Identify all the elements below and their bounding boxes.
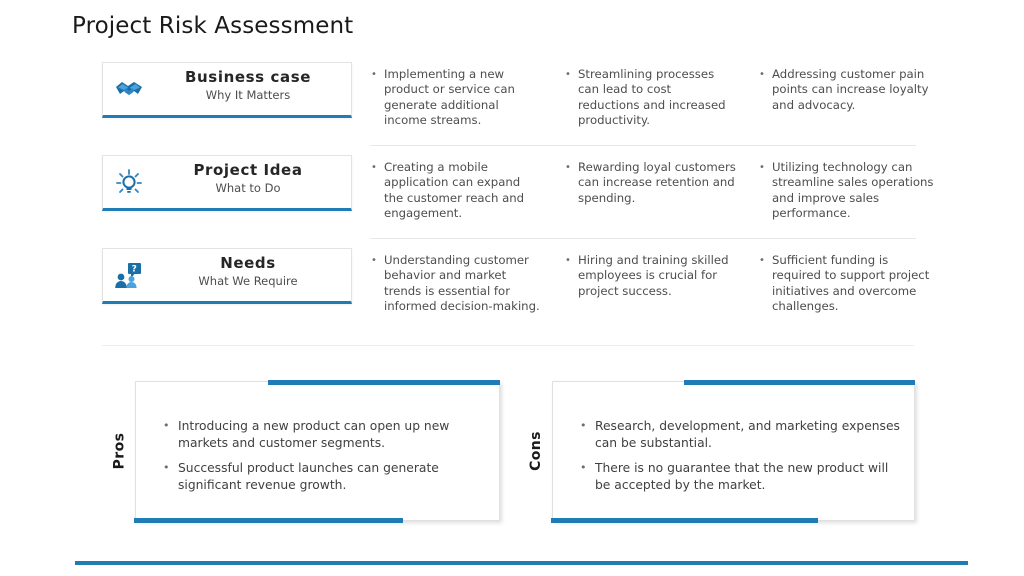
cons-list: Research, development, and marketing exp… xyxy=(579,418,902,502)
category-card-business-case[interactable]: Business case Why It Matters xyxy=(102,62,352,118)
card-text-block: Needs What We Require xyxy=(151,254,345,289)
card-title: Project Idea xyxy=(193,161,303,179)
pros-box[interactable]: Introducing a new product can open up ne… xyxy=(134,380,500,523)
card-text-block: Project Idea What to Do xyxy=(151,161,345,196)
row-separator xyxy=(370,238,916,239)
list-item: Successful product launches can generate… xyxy=(162,460,487,493)
bullet-item: Streamlining processes can lead to cost … xyxy=(564,67,736,129)
cons-label-text: Cons xyxy=(528,431,545,471)
page-title: Project Risk Assessment xyxy=(72,13,354,39)
bullet-column: Creating a mobile application can expand… xyxy=(370,160,542,222)
handshake-icon xyxy=(113,74,145,106)
card-subtitle: Why It Matters xyxy=(205,88,291,102)
bullet-item: Implementing a new product or service ca… xyxy=(370,67,542,129)
card-title: Business case xyxy=(184,68,312,86)
people-question-icon: ? xyxy=(113,260,145,292)
card-text-block: Business case Why It Matters xyxy=(151,68,345,103)
svg-text:?: ? xyxy=(132,265,137,275)
pros-accent-bar-bottom xyxy=(134,518,403,523)
category-card-needs[interactable]: ? Needs What We Require xyxy=(102,248,352,304)
matrix-row: Project Idea What to Do Creating a mobil… xyxy=(102,155,933,245)
cons-accent-bar-bottom xyxy=(551,518,819,523)
card-subtitle: What We Require xyxy=(198,274,298,288)
list-item: Introducing a new product can open up ne… xyxy=(162,418,487,451)
matrix-row: ? Needs What We Require Understanding cu… xyxy=(102,248,929,338)
pros-list: Introducing a new product can open up ne… xyxy=(162,418,487,502)
category-card-project-idea[interactable]: Project Idea What to Do xyxy=(102,155,352,211)
cons-accent-bar-top xyxy=(683,380,915,385)
bullet-item: Rewarding loyal customers can increase r… xyxy=(564,159,736,206)
bullet-item: Hiring and training skilled employees is… xyxy=(564,252,736,299)
bullet-column: Sufficient funding is required to suppor… xyxy=(758,253,936,315)
bullet-column: Hiring and training skilled employees is… xyxy=(564,252,736,299)
bullet-column: Rewarding loyal customers can increase r… xyxy=(564,159,736,206)
list-item: Research, development, and marketing exp… xyxy=(579,418,902,451)
pros-accent-bar-top xyxy=(267,380,500,385)
bullet-item: Addressing customer pain points can incr… xyxy=(758,66,936,113)
bullet-item: Sufficient funding is required to suppor… xyxy=(758,253,936,315)
cons-section: Cons Research, development, and marketin… xyxy=(521,380,915,523)
card-title: Needs xyxy=(220,254,276,272)
pros-label: Pros xyxy=(104,381,134,521)
pros-section: Pros Introducing a new product can open … xyxy=(104,380,500,523)
list-item: There is no guarantee that the new produ… xyxy=(579,460,902,493)
cons-label: Cons xyxy=(521,381,551,521)
section-separator xyxy=(102,345,914,346)
matrix-row: Business case Why It Matters Implementin… xyxy=(102,62,929,152)
bullet-column: Streamlining processes can lead to cost … xyxy=(564,67,736,129)
bullet-item: Understanding customer behavior and mark… xyxy=(370,253,542,315)
pros-label-text: Pros xyxy=(111,432,127,470)
cons-box[interactable]: Research, development, and marketing exp… xyxy=(551,380,915,523)
footer-accent-rule xyxy=(75,561,968,565)
bullet-column: Implementing a new product or service ca… xyxy=(370,67,542,129)
lightbulb-icon xyxy=(113,167,145,199)
bullet-column: Understanding customer behavior and mark… xyxy=(370,253,542,315)
bullet-column: Utilizing technology can streamline sale… xyxy=(758,160,936,222)
card-subtitle: What to Do xyxy=(215,181,281,195)
bullet-column: Addressing customer pain points can incr… xyxy=(758,66,936,113)
bullet-item: Creating a mobile application can expand… xyxy=(370,160,542,222)
row-separator xyxy=(370,145,916,146)
bullet-item: Utilizing technology can streamline sale… xyxy=(758,160,936,222)
